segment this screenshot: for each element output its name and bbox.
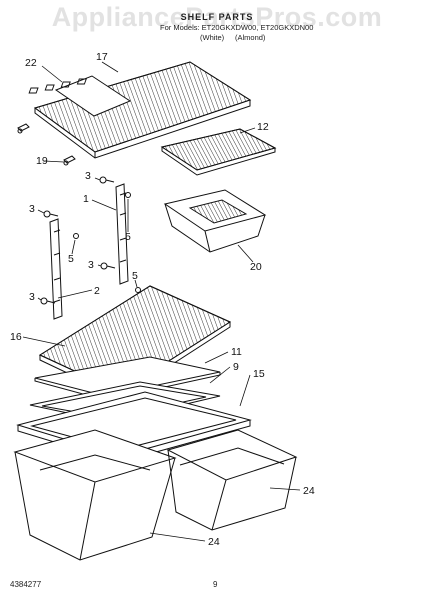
callout-24a: 24 bbox=[303, 485, 315, 497]
callout-12: 12 bbox=[257, 121, 269, 133]
callout-24b: 24 bbox=[208, 536, 220, 548]
callout-16: 16 bbox=[10, 331, 22, 343]
crisper-drawer-right-24 bbox=[166, 429, 298, 531]
callout-5a: 5 bbox=[125, 231, 131, 243]
shelf-bracket-2 bbox=[49, 218, 63, 320]
color-almond-label: (Almond) bbox=[235, 33, 266, 42]
callout-3b: 3 bbox=[29, 203, 35, 215]
callout-2: 2 bbox=[94, 285, 100, 297]
document-part-number: 4384277 bbox=[10, 580, 42, 589]
callout-5b: 5 bbox=[68, 253, 74, 265]
watermark: AppliancePartsPros.com bbox=[51, 2, 383, 32]
callout-5c: 5 bbox=[132, 270, 138, 282]
callout-20: 20 bbox=[250, 261, 262, 273]
color-white-label: (White) bbox=[200, 33, 225, 42]
callout-15: 15 bbox=[253, 368, 265, 380]
callout-11: 11 bbox=[231, 346, 242, 358]
shelf-bracket-1 bbox=[115, 183, 129, 285]
callout-19: 19 bbox=[36, 155, 48, 167]
callout-22: 22 bbox=[25, 57, 37, 69]
callout-17: 17 bbox=[96, 51, 108, 63]
callout-3d: 3 bbox=[29, 291, 35, 303]
glass-shelf-12 bbox=[160, 128, 277, 176]
shelf-frame-22 bbox=[28, 75, 132, 117]
leader-lines bbox=[22, 61, 301, 542]
callout-labels: 17 22 19 12 3 1 3 5 5 3 5 20 2 3 16 11 9… bbox=[10, 51, 315, 548]
crisper-drawer-left-24 bbox=[13, 429, 177, 561]
callout-3a: 3 bbox=[85, 170, 91, 182]
shelf-support-19 bbox=[17, 123, 76, 166]
meat-drawer-20 bbox=[163, 189, 267, 253]
top-wire-shelf bbox=[33, 61, 252, 159]
page-number: 9 bbox=[213, 580, 218, 589]
diagram-title: SHELF PARTS bbox=[180, 12, 254, 22]
callout-1: 1 bbox=[83, 193, 89, 205]
model-list: For Models: ET20GKXDW00, ET20GKXDN00 bbox=[160, 23, 314, 32]
callout-9: 9 bbox=[233, 361, 239, 373]
callout-3c: 3 bbox=[88, 259, 94, 271]
